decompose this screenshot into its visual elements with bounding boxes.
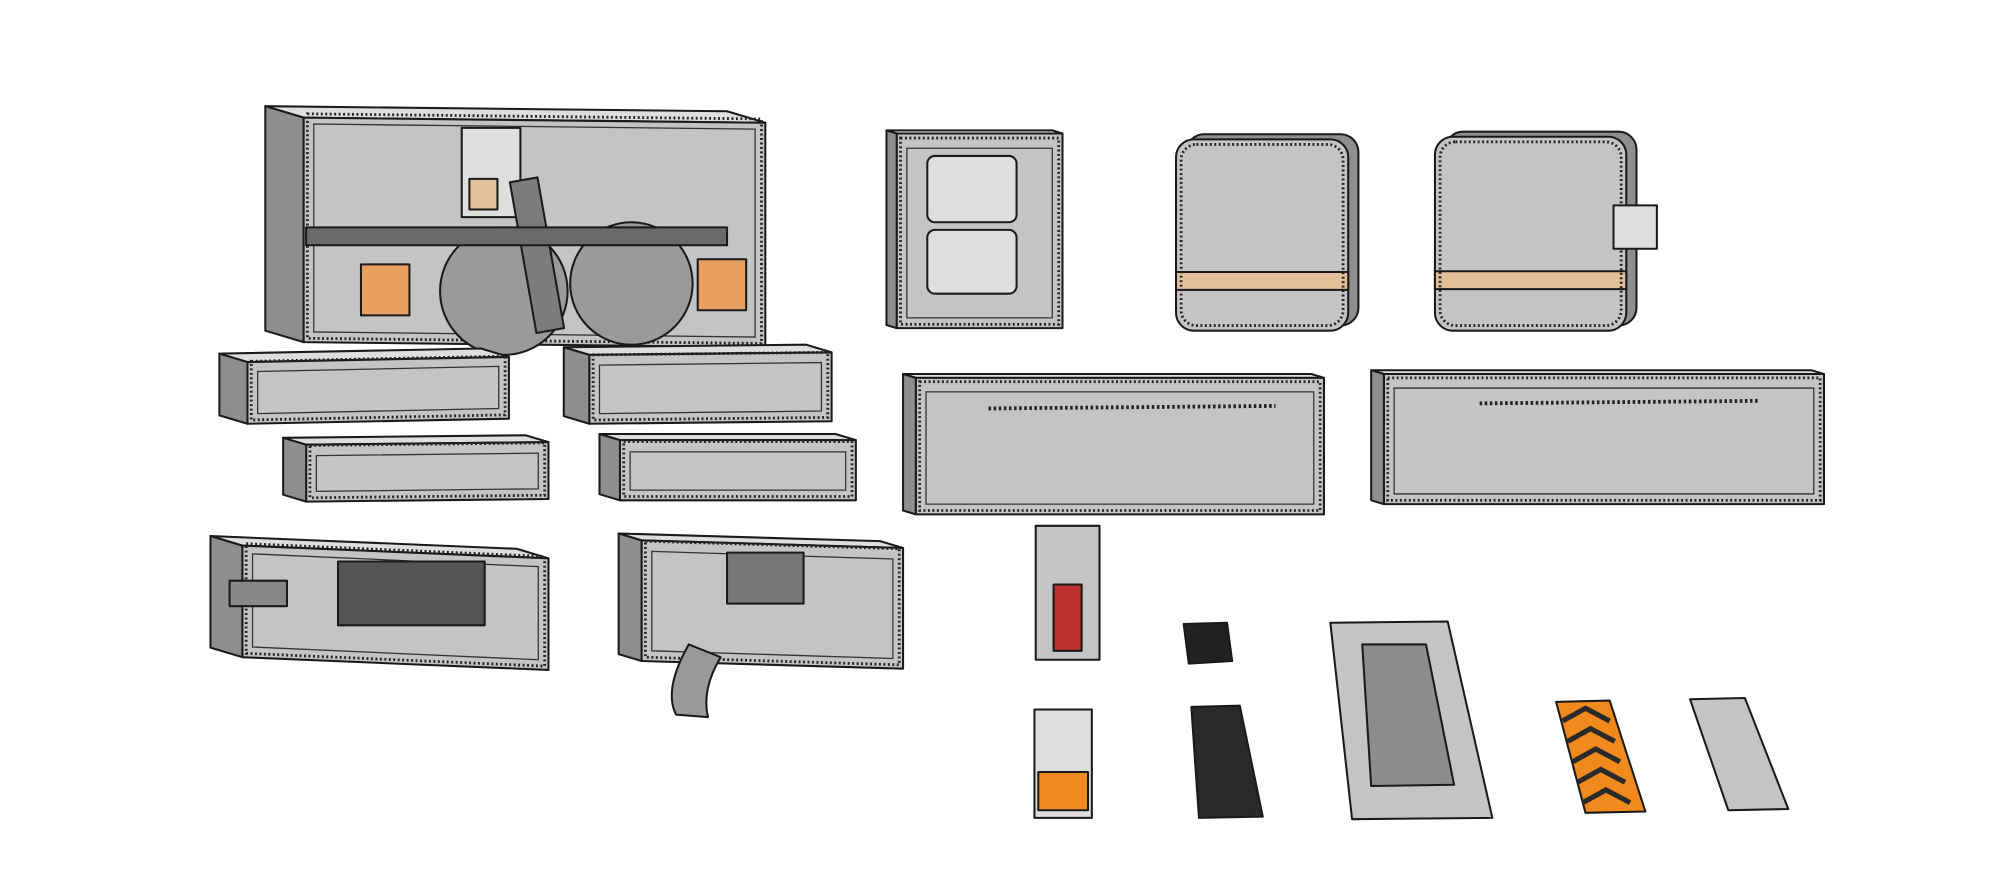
narrow-red-panel [1034, 524, 1101, 661]
large-floor-tile [1329, 620, 1494, 821]
tile-center-strip [1361, 643, 1456, 788]
wall-panel-small-2 [562, 343, 833, 425]
wall-panel-small-4-rivets [622, 440, 854, 498]
wall-panel-small-2-rivets [591, 350, 830, 422]
large-wall-panel-2-rivets [1386, 376, 1822, 502]
hazard-floor-tile-2 [1555, 699, 1647, 814]
grate-tile [1190, 704, 1264, 819]
large-wall-panel-1-face [914, 376, 1325, 516]
hazard-chevron [1576, 766, 1627, 785]
rounded-door-panel-1-stripe [1175, 270, 1350, 291]
rounded-door-panel-2 [1433, 130, 1658, 332]
hazard-chevron [1581, 786, 1632, 805]
orange-housing-right [696, 258, 748, 312]
wall-panel-small-3-side [282, 436, 308, 503]
rounded-door-panel-2-stripe [1433, 270, 1628, 291]
large-wall-panel-1 [902, 373, 1325, 516]
control-panel-2 [617, 532, 905, 719]
cylinder-cluster [228, 579, 289, 608]
wall-panel-small-3-face [305, 441, 550, 503]
fan-right [569, 221, 694, 346]
rounded-door-panel-2-face [1433, 135, 1628, 332]
mesh-panel [726, 551, 805, 605]
tall-frame-panel [885, 129, 1064, 330]
detailed-floor-tile [1689, 696, 1790, 812]
vent-grille [336, 560, 486, 627]
wall-panel-small-4 [598, 432, 857, 502]
orange-housing-center [468, 177, 499, 211]
frame-window-top [926, 154, 1018, 224]
flex-hose [670, 643, 722, 719]
red-coil [1052, 583, 1083, 652]
control-panel-1 [209, 535, 550, 671]
wall-panel-small-3-inset [315, 452, 539, 493]
rounded-door-panel-1-face [1175, 138, 1350, 332]
wall-panel-small-1-inset [257, 365, 500, 415]
wall-panel-small-3 [282, 434, 550, 503]
frame-window-bottom [926, 228, 1018, 295]
large-wall-panel-1-inset [925, 391, 1315, 505]
large-wall-panel-2 [1370, 369, 1825, 506]
hazard-chevron [1566, 725, 1616, 744]
machinery-wall-unit-rivets [305, 112, 763, 345]
large-wall-panel-2-inset [1393, 387, 1815, 495]
floor-tile-small-dark [1182, 621, 1234, 665]
tall-frame-panel-inset [906, 147, 1053, 319]
tall-frame-panel-rivets [899, 136, 1061, 326]
wall-panel-small-4-inset [629, 451, 847, 491]
wall-panel-small-1-rivets [249, 354, 507, 422]
machinery-wall-unit-inset [313, 123, 756, 338]
control-panel-2-inset [651, 550, 894, 660]
machinery-wall-unit-side [264, 105, 305, 344]
vertical-pipe [508, 176, 566, 335]
hazard-chevron [1571, 746, 1622, 765]
wall-panel-small-2-side [562, 346, 591, 425]
large-wall-panel-2-face [1382, 373, 1825, 506]
rounded-door-panel-1 [1175, 133, 1360, 332]
wall-panel-small-1-side [218, 352, 249, 425]
tall-frame-panel-side [885, 129, 898, 330]
top-vent-strip [988, 404, 1276, 411]
wall-panel-small-4-face [618, 439, 857, 502]
control-panel-1-side [209, 535, 244, 659]
wall-panel-small-3-rivets [308, 441, 547, 500]
hazard-stripe [1037, 770, 1090, 812]
control-panel-2-side [617, 532, 643, 663]
hazard-chevron [1561, 705, 1611, 724]
large-wall-panel-1-side [902, 373, 917, 516]
large-wall-panel-2-side [1370, 369, 1385, 506]
rounded-door-panel-2-latch [1612, 204, 1658, 250]
wall-panel-small-4-side [598, 432, 621, 502]
top-vent-strip [1479, 398, 1761, 406]
machinery-wall-unit [264, 105, 767, 356]
conduit-rail [305, 226, 729, 247]
wall-panel-small-1 [218, 347, 510, 425]
hazard-floor-tile-1 [1033, 708, 1093, 819]
orange-housing-left [359, 263, 411, 317]
wall-panel-small-2-inset [598, 361, 823, 415]
